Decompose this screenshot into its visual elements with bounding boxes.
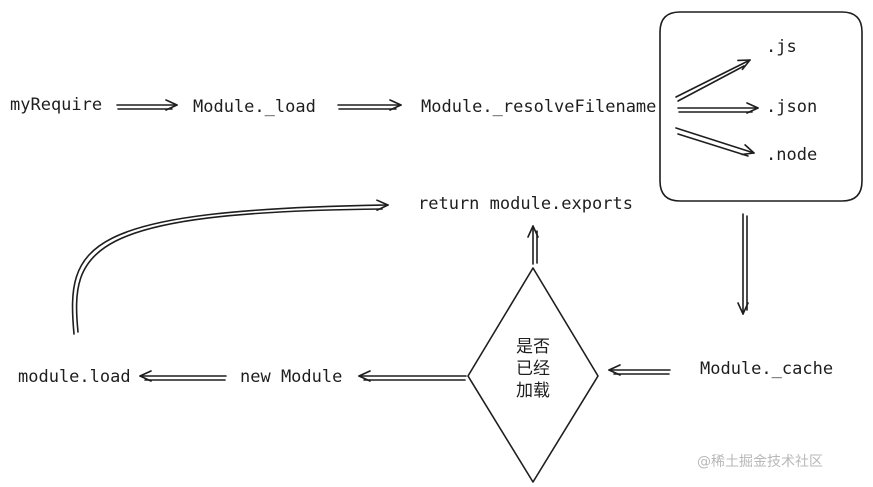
decision-diamond — [467, 267, 599, 483]
arrow-moduleload-to-return-echo — [75, 208, 383, 333]
arrow-moduleload-to-return — [71, 199, 389, 335]
node-myrequire: myRequire — [10, 95, 103, 115]
watermark-text: @稀土掘金技术社区 — [697, 454, 823, 470]
decision-line-3: 加载 — [516, 381, 550, 401]
node-return-exports: return module.exports — [418, 194, 633, 214]
node-resolve-filename: Module._resolveFilename — [421, 97, 657, 117]
node-module-cache: Module._cache — [700, 359, 834, 379]
node-new-module: new Module — [240, 367, 343, 387]
decision-line-1: 是否 — [516, 337, 550, 357]
node-module-load-fn: Module._load — [193, 97, 316, 117]
ext-json-label: .json — [766, 97, 818, 117]
decision-label: 是否 已经 加载 — [503, 336, 563, 402]
decision-line-2: 已经 — [516, 359, 550, 379]
ext-js-label: .js — [766, 37, 797, 57]
extension-box — [659, 11, 863, 202]
arrow-to-node-echo — [677, 133, 749, 157]
node-module-load: module.load — [18, 367, 131, 387]
ext-node-label: .node — [766, 145, 818, 165]
arrow-to-js-echo — [677, 65, 745, 102]
arrow-to-node — [675, 127, 755, 156]
arrow-to-js — [675, 59, 751, 98]
